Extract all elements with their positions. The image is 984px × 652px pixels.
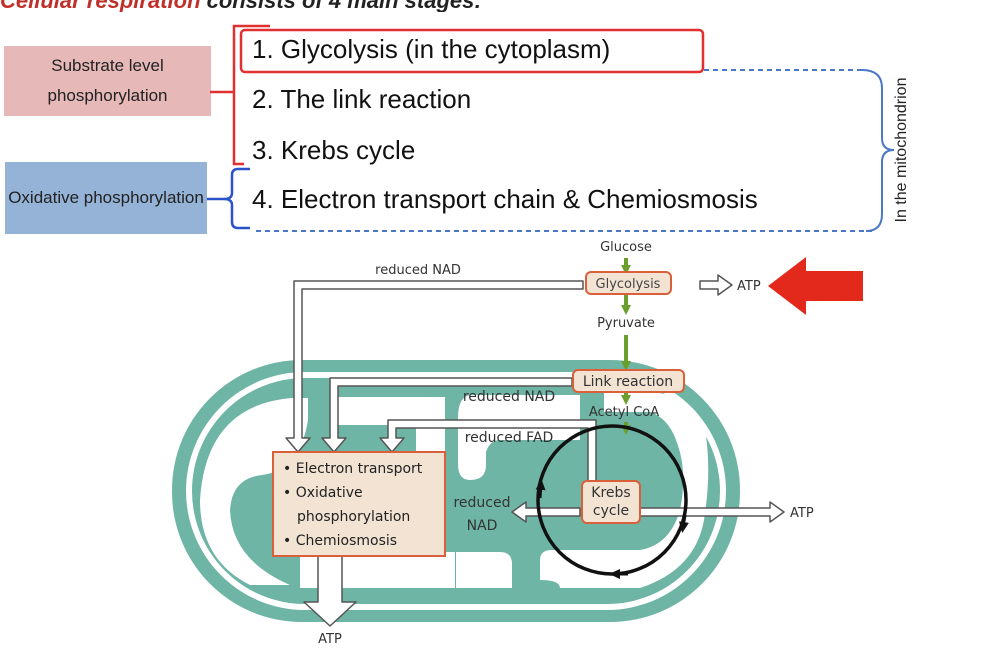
hollow-arrows (285, 274, 785, 627)
pyruvate-label: Pyruvate (597, 316, 655, 331)
glucose-label: Glucose (600, 240, 652, 255)
substrate-bracket (210, 24, 270, 166)
oxidative-phosphorylation-label: Oxidative phosphorylation (5, 162, 207, 234)
krebs-label-line1: Krebs (591, 485, 630, 501)
reduced-nad-top-label: reduced NAD (375, 263, 461, 278)
reduced-nad-link-arrow (321, 377, 573, 453)
title-emphasis: Cellular respiration (0, 0, 201, 12)
stage-glycolysis: 1. Glycolysis (in the cytoplasm) (252, 34, 611, 64)
electron-transport-box (272, 451, 446, 557)
stage-electron-transport: 4. Electron transport chain & Chemiosmos… (252, 184, 758, 214)
glycolysis-atp-label: ATP (737, 279, 761, 294)
reduced-nad-top-arrow (285, 280, 584, 453)
bottom-atp-arrow (303, 555, 357, 627)
etc-item-electron-transport: • Electron transport (283, 461, 423, 477)
stage-link-reaction: 2. The link reaction (252, 84, 472, 114)
bottom-atp-label: ATP (318, 632, 342, 647)
krebs-atp-label: ATP (790, 506, 814, 521)
reduced-nad-link-label: reduced NAD (463, 389, 555, 405)
glycolysis-label: Glycolysis (596, 277, 661, 292)
acetyl-coa-label: Acetyl CoA (589, 405, 659, 420)
pointer-arrow-icon (768, 257, 863, 315)
reduced-nad-krebs-label-1: reduced (453, 495, 510, 511)
title-rest: consists of 4 main stages: (201, 0, 482, 12)
link-reaction-box (572, 369, 685, 393)
reduced-fad-label: reduced FAD (465, 430, 554, 446)
krebs-cycle-box (581, 480, 641, 524)
krebs-label-line2: cycle (593, 503, 629, 519)
etc-item-chemiosmosis: • Chemiosmosis (283, 533, 397, 549)
etc-item-phosphorylation: phosphorylation (297, 509, 410, 525)
mitochondrion-membrane (172, 360, 740, 622)
reduced-nad-krebs-label-2: NAD (467, 518, 498, 534)
glycolysis-highlight-box (239, 28, 705, 74)
oxidative-bracket (207, 167, 250, 230)
glycolysis-atp-arrow (699, 274, 733, 296)
krebs-cycle-circle (535, 424, 689, 579)
substrate-level-label: Substrate level phosphorylation (4, 46, 211, 116)
link-reaction-label: Link reaction (583, 374, 673, 390)
etc-item-oxidative: • Oxidative (283, 485, 363, 501)
page-title: Cellular respiration consists of 4 main … (0, 0, 984, 12)
reduced-nad-krebs-arrow (511, 501, 581, 523)
reduced-fad-arrow (379, 419, 597, 489)
glycolysis-box (585, 271, 672, 295)
stage-krebs-cycle: 3. Krebs cycle (252, 135, 416, 165)
mitochondrion-bracket (861, 69, 895, 232)
krebs-atp-arrow (639, 501, 785, 523)
